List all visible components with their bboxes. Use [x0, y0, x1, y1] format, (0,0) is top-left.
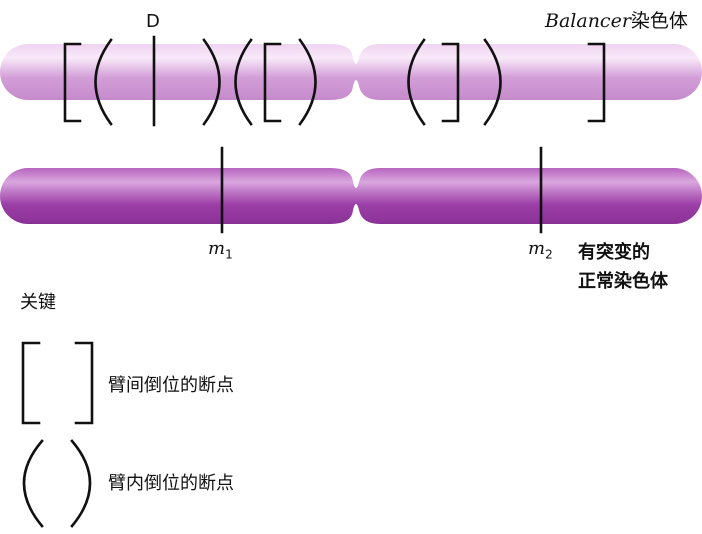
mutation-m2-label: m2: [528, 238, 553, 262]
breakpoint-paren-close: [202, 38, 221, 126]
normal-chromosome: [0, 168, 702, 224]
mutation-m1-label: m1: [208, 238, 233, 262]
legend-title: 关键: [20, 292, 56, 313]
breakpoint-bracket-close: [441, 42, 460, 123]
breakpoint-paren-close: [298, 38, 317, 126]
breakpoint-paren-close: [483, 38, 502, 126]
gene-d-label: D: [146, 11, 160, 32]
balancer-chromosome-label: Balancer染色体: [545, 10, 688, 32]
legend-text-inter-arm: 臂间倒位的断点: [108, 375, 234, 396]
legend-text-intra-arm: 臂内倒位的断点: [108, 473, 234, 494]
breakpoint-bracket-open: [63, 42, 82, 123]
legend-paren-symbol: [22, 439, 92, 528]
breakpoint-bracket-open: [263, 42, 282, 123]
breakpoint-paren-open: [234, 38, 253, 126]
breakpoint-paren-open: [94, 38, 113, 126]
normal-chromosome-label: 有突变的 正常染色体: [578, 242, 668, 292]
legend-bracket-symbol: [21, 341, 94, 425]
breakpoint-paren-open: [407, 38, 426, 126]
balancer-chromosome: [0, 44, 702, 100]
breakpoint-bracket-close: [587, 42, 606, 123]
